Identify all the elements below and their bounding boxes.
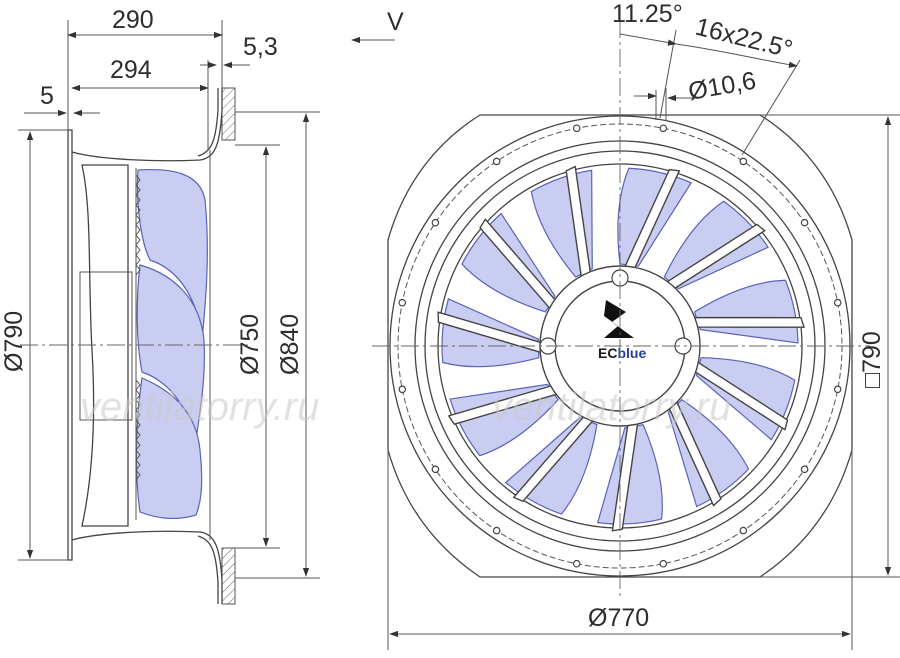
wall-plate-top — [221, 87, 236, 141]
housing-top-contour — [71, 88, 223, 162]
view-arrow: V — [351, 8, 404, 44]
dim-hole-label: Ø10,6 — [686, 67, 758, 106]
dim-840-label: Ø840 — [276, 314, 304, 375]
bolt-hole — [659, 124, 668, 133]
front-blade — [693, 279, 799, 344]
motor-plate — [67, 129, 73, 561]
nozzle-top — [197, 88, 219, 157]
nozzle-bottom — [197, 535, 219, 604]
wall-plate-bottom — [221, 547, 236, 605]
bolt-hole — [572, 124, 581, 133]
dim-5-label: 5 — [40, 82, 54, 110]
dim-290-label: 290 — [112, 6, 154, 34]
bolt-hole — [431, 218, 440, 227]
bolt-hole — [833, 298, 842, 307]
bolt-hole — [492, 526, 501, 535]
logo-prefix: EC — [598, 345, 617, 361]
bolt-hole — [431, 465, 440, 474]
view-label: V — [387, 8, 404, 36]
bolt-hole — [572, 559, 581, 568]
dim-square-label: □790 — [858, 331, 886, 388]
bolt-hole — [398, 385, 407, 394]
dim-line-pattern — [675, 43, 798, 68]
dim-line-1125 — [619, 33, 677, 46]
motor-core — [79, 271, 133, 421]
dim-294-label: 294 — [110, 56, 152, 84]
dim-1125-label: 11.25° — [612, 0, 683, 28]
motor-body — [81, 164, 129, 527]
logo-mark-icon — [604, 300, 634, 338]
serration-lower — [135, 379, 141, 481]
bolt-hole — [398, 298, 407, 307]
guard-strut — [691, 316, 805, 328]
bolt-holes — [398, 124, 842, 568]
bolt-hole — [833, 385, 842, 394]
dim-770-label: Ø770 — [588, 604, 649, 632]
dim-750-label: Ø750 — [236, 314, 264, 375]
ecblue-logo: ECblue — [598, 300, 646, 361]
bolt-hole — [739, 157, 748, 166]
svg-text:ECblue: ECblue — [598, 345, 646, 361]
serration-upper — [135, 174, 141, 276]
front-view: ECblue 11.25° 16x22.5° Ø10,6 □790 Ø770 — [372, 0, 900, 650]
housing-bottom-contour — [71, 530, 223, 604]
dim-53-label: 5,3 — [243, 33, 278, 61]
side-view: 290 294 5 5,3 Ø790 Ø750 Ø840 — [0, 6, 320, 605]
watermark-left: ventilatorry.ru — [80, 385, 319, 429]
dim-790-left-label: Ø790 — [0, 311, 28, 372]
bolt-hole — [739, 526, 748, 535]
bolt-hole — [800, 218, 809, 227]
bolt-hole — [659, 559, 668, 568]
watermark-right: ventilatorry.ru — [492, 385, 731, 429]
logo-suffix: blue — [617, 345, 646, 361]
bolt-hole — [800, 465, 809, 474]
bolt-hole — [492, 157, 501, 166]
hole-leader-2 — [741, 59, 801, 156]
